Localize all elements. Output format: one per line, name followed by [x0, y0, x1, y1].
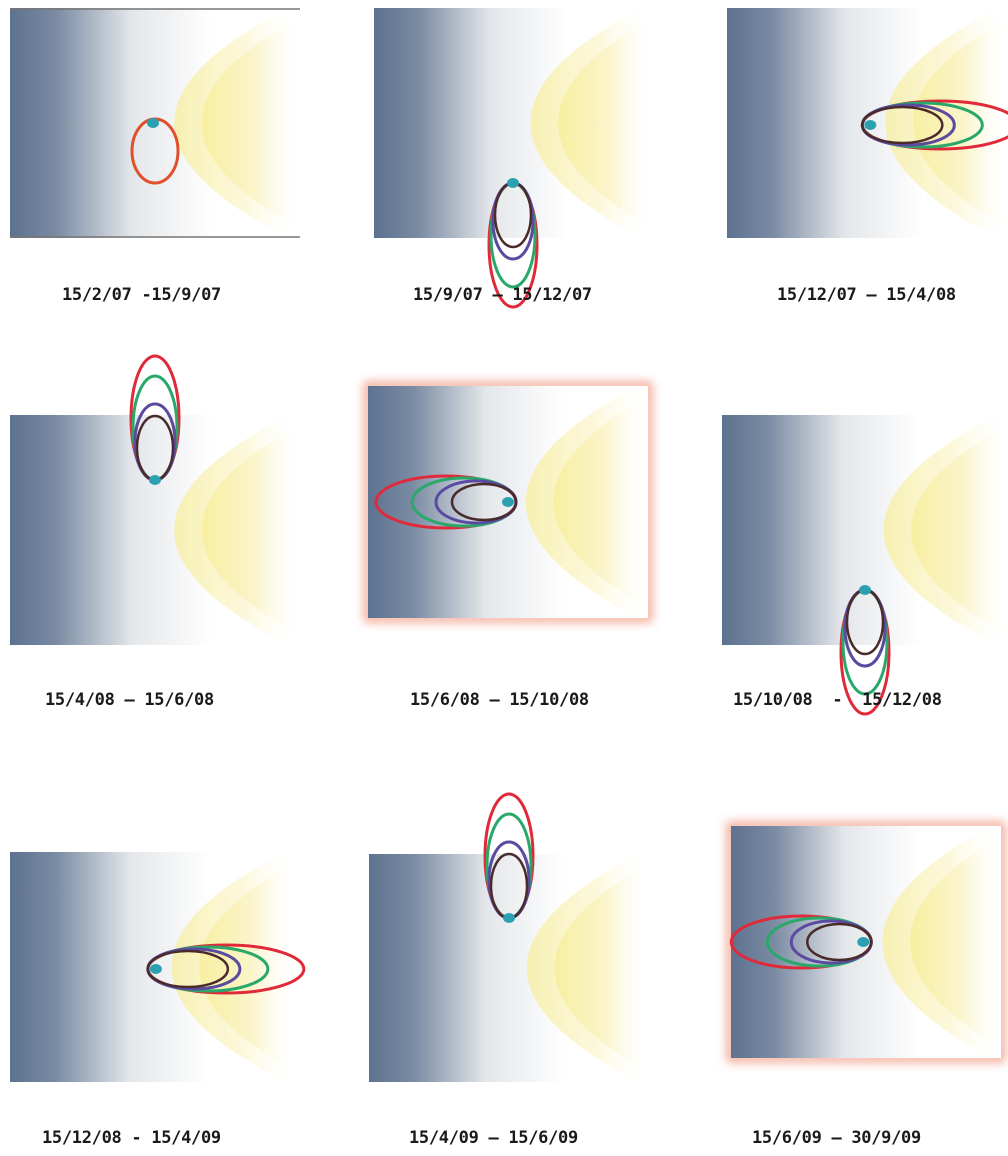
panel-6 — [722, 410, 1008, 716]
orbit-brown — [146, 949, 230, 989]
magnetosheath-region — [909, 836, 1001, 1048]
planet-marker — [149, 964, 162, 974]
panel-caption: 15/12/07 – 15/4/08 — [777, 285, 956, 305]
panel-9 — [727, 821, 1005, 1063]
panel-caption: 15/4/08 – 15/6/08 — [45, 690, 214, 710]
magnetosheath-region — [553, 396, 648, 608]
panel-diagram — [727, 821, 1005, 1063]
panel-3 — [727, 3, 1008, 243]
planet-marker — [147, 118, 159, 128]
panel-diagram — [10, 354, 300, 650]
magnetosheath-region — [201, 425, 300, 635]
panel-diagram — [369, 792, 649, 1087]
panel-diagram — [374, 3, 652, 309]
planet-marker — [503, 913, 515, 923]
panel-4 — [10, 354, 300, 650]
panel-caption: 15/9/07 – 15/12/07 — [413, 285, 592, 305]
panel-caption: 15/6/09 – 30/9/09 — [752, 1128, 921, 1148]
planet-marker — [149, 475, 161, 485]
magnetosheath-region — [199, 862, 296, 1072]
panel-7 — [10, 847, 306, 1087]
panel-caption: 15/12/08 - 15/4/09 — [42, 1128, 221, 1148]
magnetosheath-region — [912, 18, 1008, 228]
panel-diagram — [727, 3, 1008, 243]
panel-diagram — [10, 847, 306, 1087]
magnetosheath-region — [554, 864, 649, 1072]
panel-caption: 15/10/08 - 15/12/08 — [733, 690, 942, 710]
panel-diagram — [364, 381, 652, 623]
planet-marker — [859, 585, 871, 595]
planet-marker — [857, 937, 870, 947]
orbit-brown — [450, 482, 518, 522]
panel-diagram — [722, 410, 1008, 716]
panel-caption: 15/6/08 – 15/10/08 — [410, 690, 589, 710]
panel-diagram — [10, 3, 300, 243]
panel-caption: 15/4/09 – 15/6/09 — [409, 1128, 578, 1148]
magnetosheath-region — [201, 18, 300, 228]
panel-8 — [369, 792, 649, 1087]
orbit-brown — [861, 105, 944, 145]
magnetosheath-region — [558, 18, 652, 228]
orbit-brown — [806, 922, 873, 962]
panel-caption: 15/2/07 -15/9/07 — [62, 285, 221, 305]
planet-marker — [507, 178, 519, 188]
panel-1 — [10, 3, 300, 243]
magnetosheath-region — [911, 425, 1008, 635]
planet-marker — [864, 120, 877, 130]
panel-2 — [374, 3, 652, 309]
panel-5 — [364, 381, 652, 623]
planet-marker — [502, 497, 514, 507]
